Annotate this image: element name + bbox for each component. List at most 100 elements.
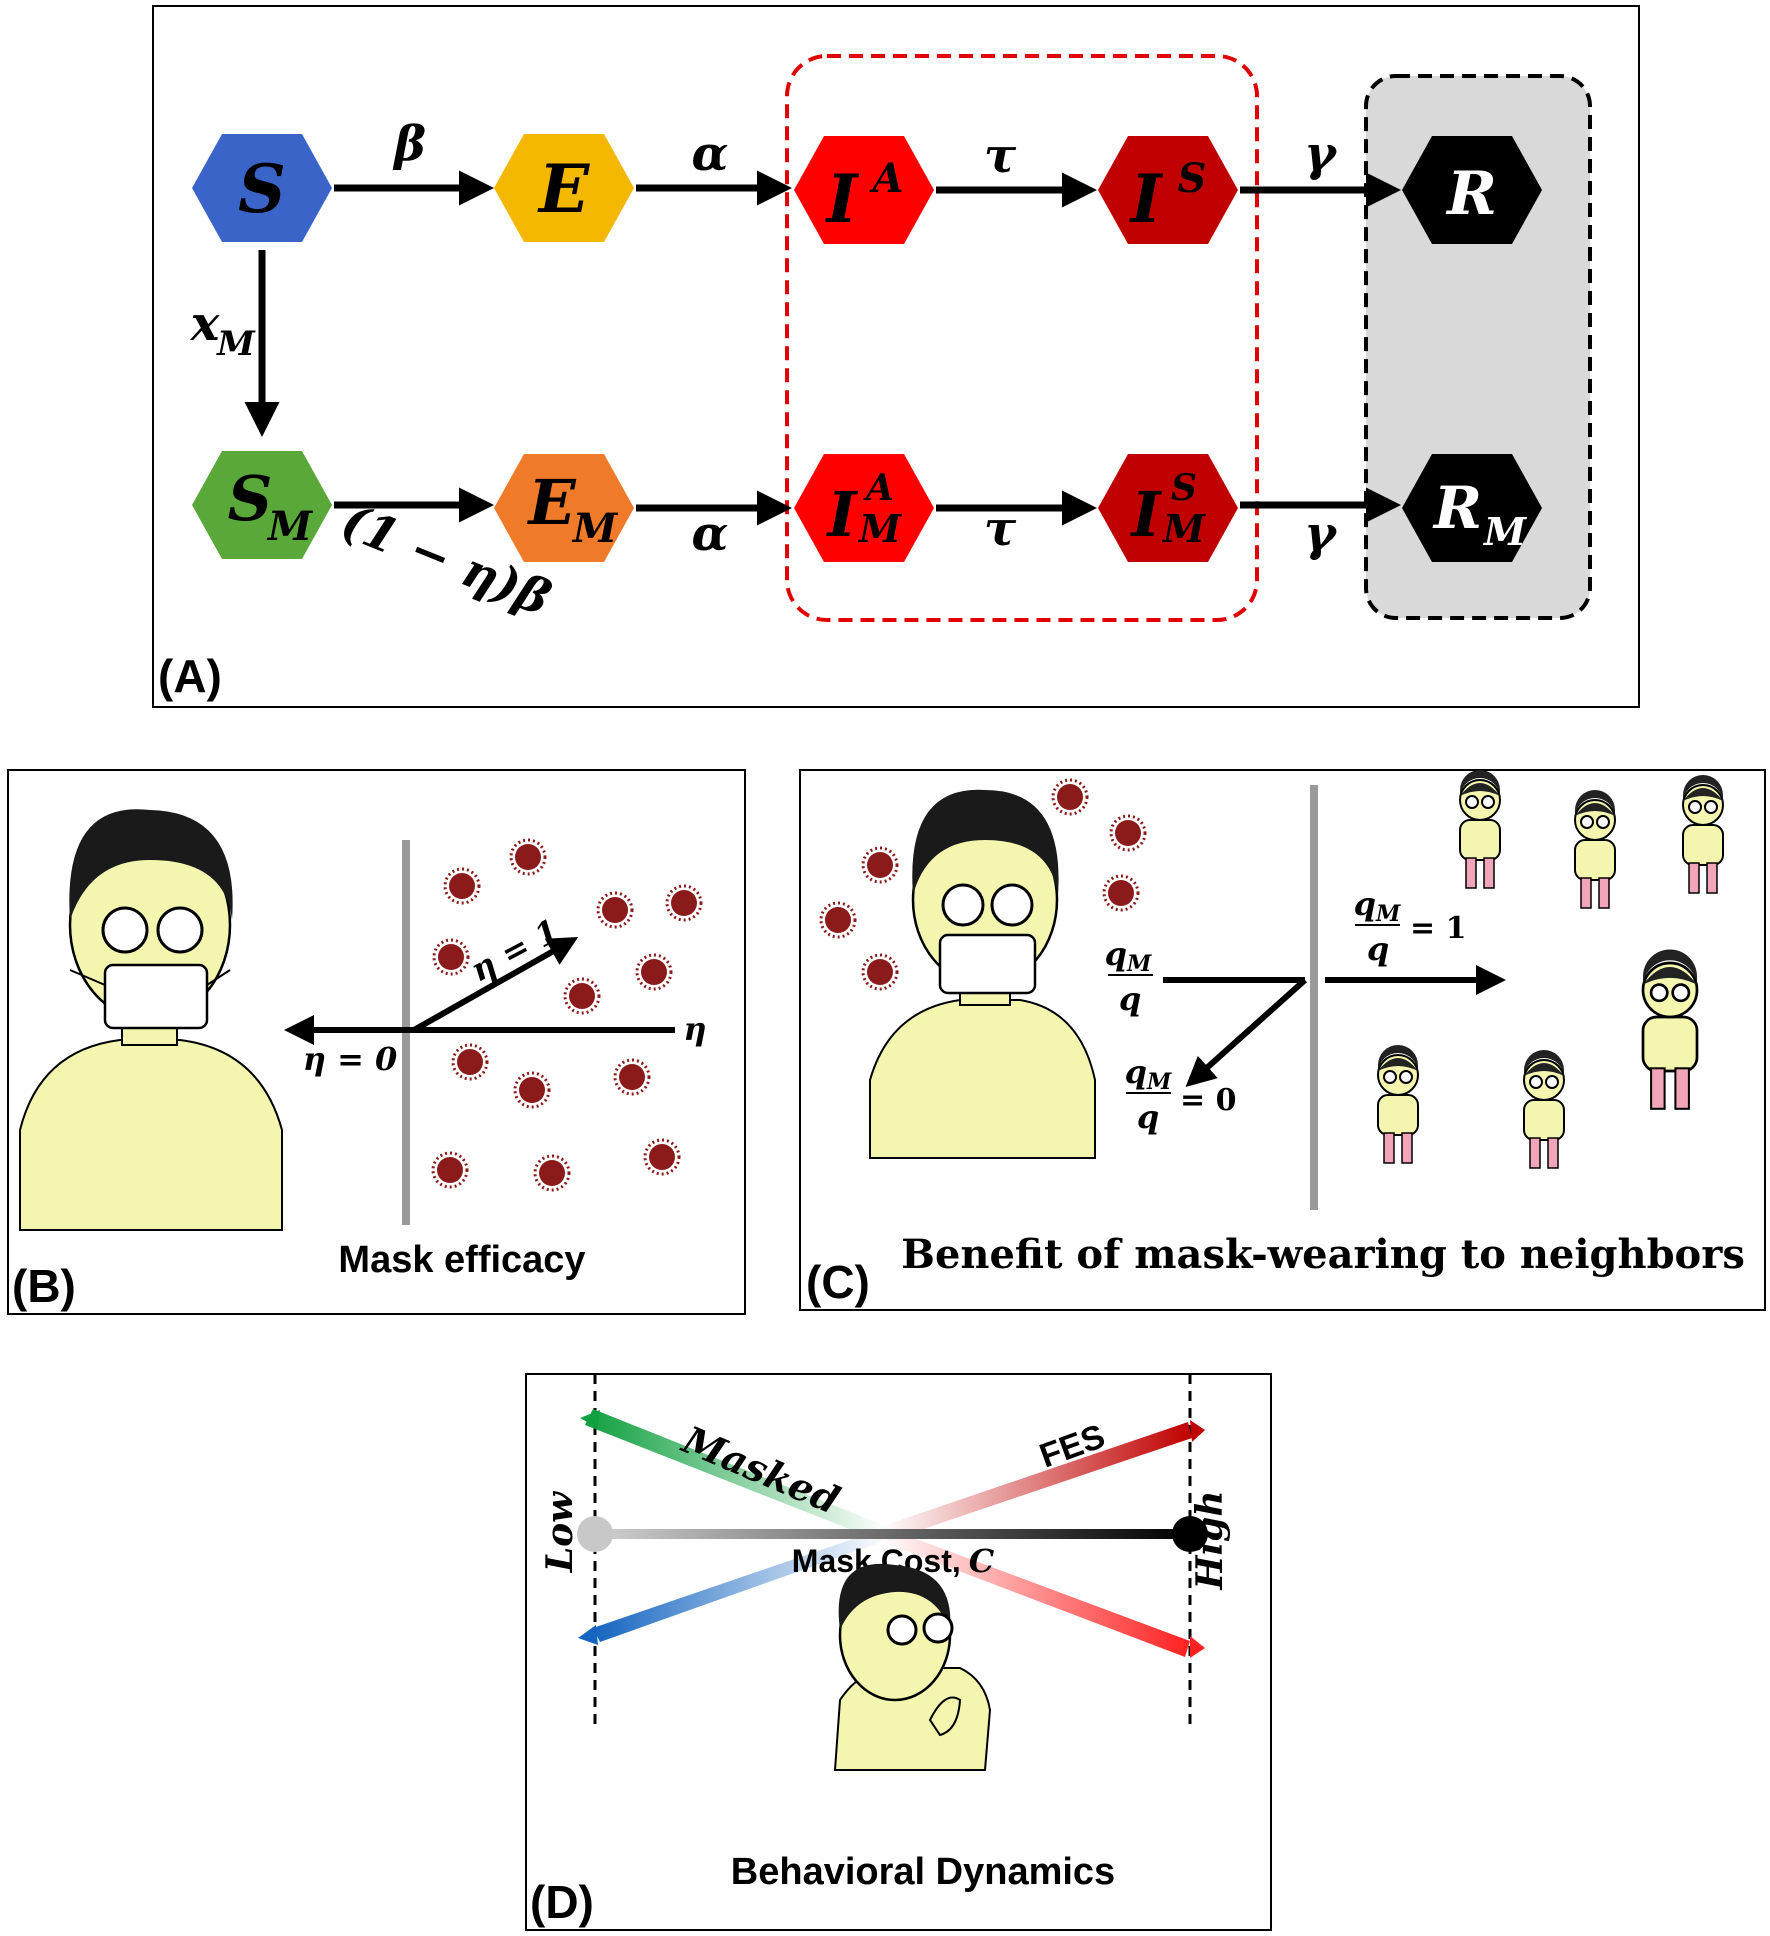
node-is-hex [1098, 136, 1238, 244]
fraction-zero: qM q = 0 [1125, 1053, 1237, 1136]
svg-text:E: E [526, 466, 576, 539]
caption-benefit: Benefit of mask-wearing to neighbors [901, 1231, 1745, 1278]
node-rm-sub: M [1482, 509, 1527, 554]
node-sm: S M [192, 451, 332, 559]
infected-compartment-box [785, 54, 1259, 622]
rate-alpha-top: α [692, 126, 729, 182]
efficacy-arrows [284, 937, 675, 1045]
rate-gamma-top: γ [1304, 126, 1338, 182]
fraction-one-eq: = 1 [1410, 911, 1466, 946]
node-s-label: S [238, 150, 286, 228]
node-ia-hex [794, 136, 934, 244]
mask-cost-bar [595, 1529, 1190, 1539]
node-ism-sub: M [1161, 506, 1206, 551]
node-em: E M [494, 454, 634, 562]
node-is-sup: S [1178, 155, 1207, 202]
fraction-one-num-sub: M [1375, 901, 1401, 927]
label-low: Low [539, 1490, 581, 1573]
arrow-eta-one [412, 937, 579, 1033]
panel-a-label: (A) [158, 650, 222, 702]
node-iam-main: I [825, 478, 858, 551]
svg-text:qM: qM [1105, 935, 1152, 977]
node-iam-sup: A [863, 467, 894, 509]
transition-arrows [244, 170, 1401, 526]
svg-text:I: I [825, 478, 858, 551]
fraction-zero-eq: = 0 [1180, 1083, 1236, 1118]
rate-xm-main: x [190, 296, 221, 352]
svg-text:S: S [228, 462, 273, 535]
benefit-arrows [1163, 965, 1506, 1088]
rate-alpha-bottom: α [692, 506, 729, 562]
fraction-zero-num: q [1125, 1053, 1147, 1091]
label-eta: η [683, 1010, 706, 1048]
thinking-person-illustration [833, 1563, 992, 1771]
rate-tau-top: τ [984, 128, 1017, 184]
mask-icon [103, 963, 209, 1030]
svg-text:S: S [238, 150, 286, 228]
label-mask-cost-symbol: C [969, 1542, 995, 1580]
panel-d: Masked FES Low High Mask Cost,C Behavior… [525, 1373, 1272, 1931]
node-is: I S [1098, 136, 1238, 244]
node-is-main: I [1129, 160, 1164, 238]
arrow-zero [1185, 977, 1308, 1088]
svg-text:R: R [1432, 474, 1482, 542]
svg-text:I: I [1129, 160, 1164, 238]
node-iam-sub: M [857, 506, 902, 551]
node-ism-sup: S [1171, 467, 1197, 509]
panel-d-label: (D) [530, 1876, 594, 1928]
high-line [880, 1527, 1190, 1657]
svg-text:qM: qM [1354, 885, 1401, 927]
panel-c: qM q qM q = 1 qM q = 0 Benefit of mask- [799, 769, 1766, 1311]
node-ism-main: I [1129, 478, 1162, 551]
node-s-hex [192, 134, 332, 242]
node-ia: I A [794, 136, 934, 244]
fes-line [880, 1422, 1192, 1541]
fraction-left: qM q [1105, 935, 1153, 1018]
fraction-left-num-sub: M [1126, 951, 1152, 977]
high-cost-dot [1172, 1516, 1208, 1552]
label-high: High [1189, 1490, 1231, 1590]
node-e: E [494, 134, 634, 242]
masked-person-illustration [869, 789, 1096, 1159]
mask-barrier-line [1310, 785, 1318, 1210]
node-sm-hex [192, 451, 332, 559]
svg-text:I: I [825, 160, 860, 238]
node-ia-sup: A [868, 155, 903, 202]
node-em-hex [494, 454, 634, 562]
label-eta-zero: η = 0 [303, 1040, 398, 1078]
node-e-hex [494, 134, 634, 242]
svg-text:R: R [1445, 159, 1497, 229]
rate-gamma-bottom: γ [1304, 506, 1338, 562]
fraction-zero-num-sub: M [1146, 1069, 1172, 1095]
svg-text:I: I [1129, 478, 1162, 551]
rate-tau-bottom: τ [984, 501, 1017, 557]
node-em-main: E [526, 466, 576, 539]
panel-b: η = 1 η η = 0 Mask efficacy (B) [7, 769, 746, 1315]
fraction-one-num: q [1354, 885, 1376, 923]
fraction-one-den: q [1367, 930, 1389, 968]
low-line [593, 1527, 888, 1642]
rate-xm-sub: M [216, 324, 256, 364]
node-rm-hex [1402, 454, 1542, 562]
node-r: R [1402, 136, 1542, 244]
node-s: S [192, 134, 332, 242]
svg-text:E: E [537, 150, 591, 228]
mask-icon [938, 933, 1037, 995]
node-rm-main: R [1432, 474, 1482, 542]
masked-person-illustration [19, 809, 283, 1231]
rate-beta: β [392, 116, 426, 172]
node-rm: R M [1402, 454, 1542, 562]
node-em-sub: M [571, 505, 619, 552]
fes-arrowhead [1190, 1420, 1205, 1442]
panel-c-label: (C) [806, 1256, 870, 1308]
caption-mask-efficacy: Mask efficacy [338, 1239, 585, 1281]
fraction-zero-den: q [1137, 1098, 1159, 1136]
svg-text:qM: qM [1125, 1053, 1172, 1095]
node-iam: I A M [794, 454, 934, 562]
node-sm-sub: M [266, 503, 314, 550]
node-ism: I S M [1098, 454, 1238, 562]
node-ia-main: I [825, 160, 860, 238]
low-arrowhead [578, 1625, 598, 1645]
high-arrowhead [1190, 1636, 1205, 1658]
